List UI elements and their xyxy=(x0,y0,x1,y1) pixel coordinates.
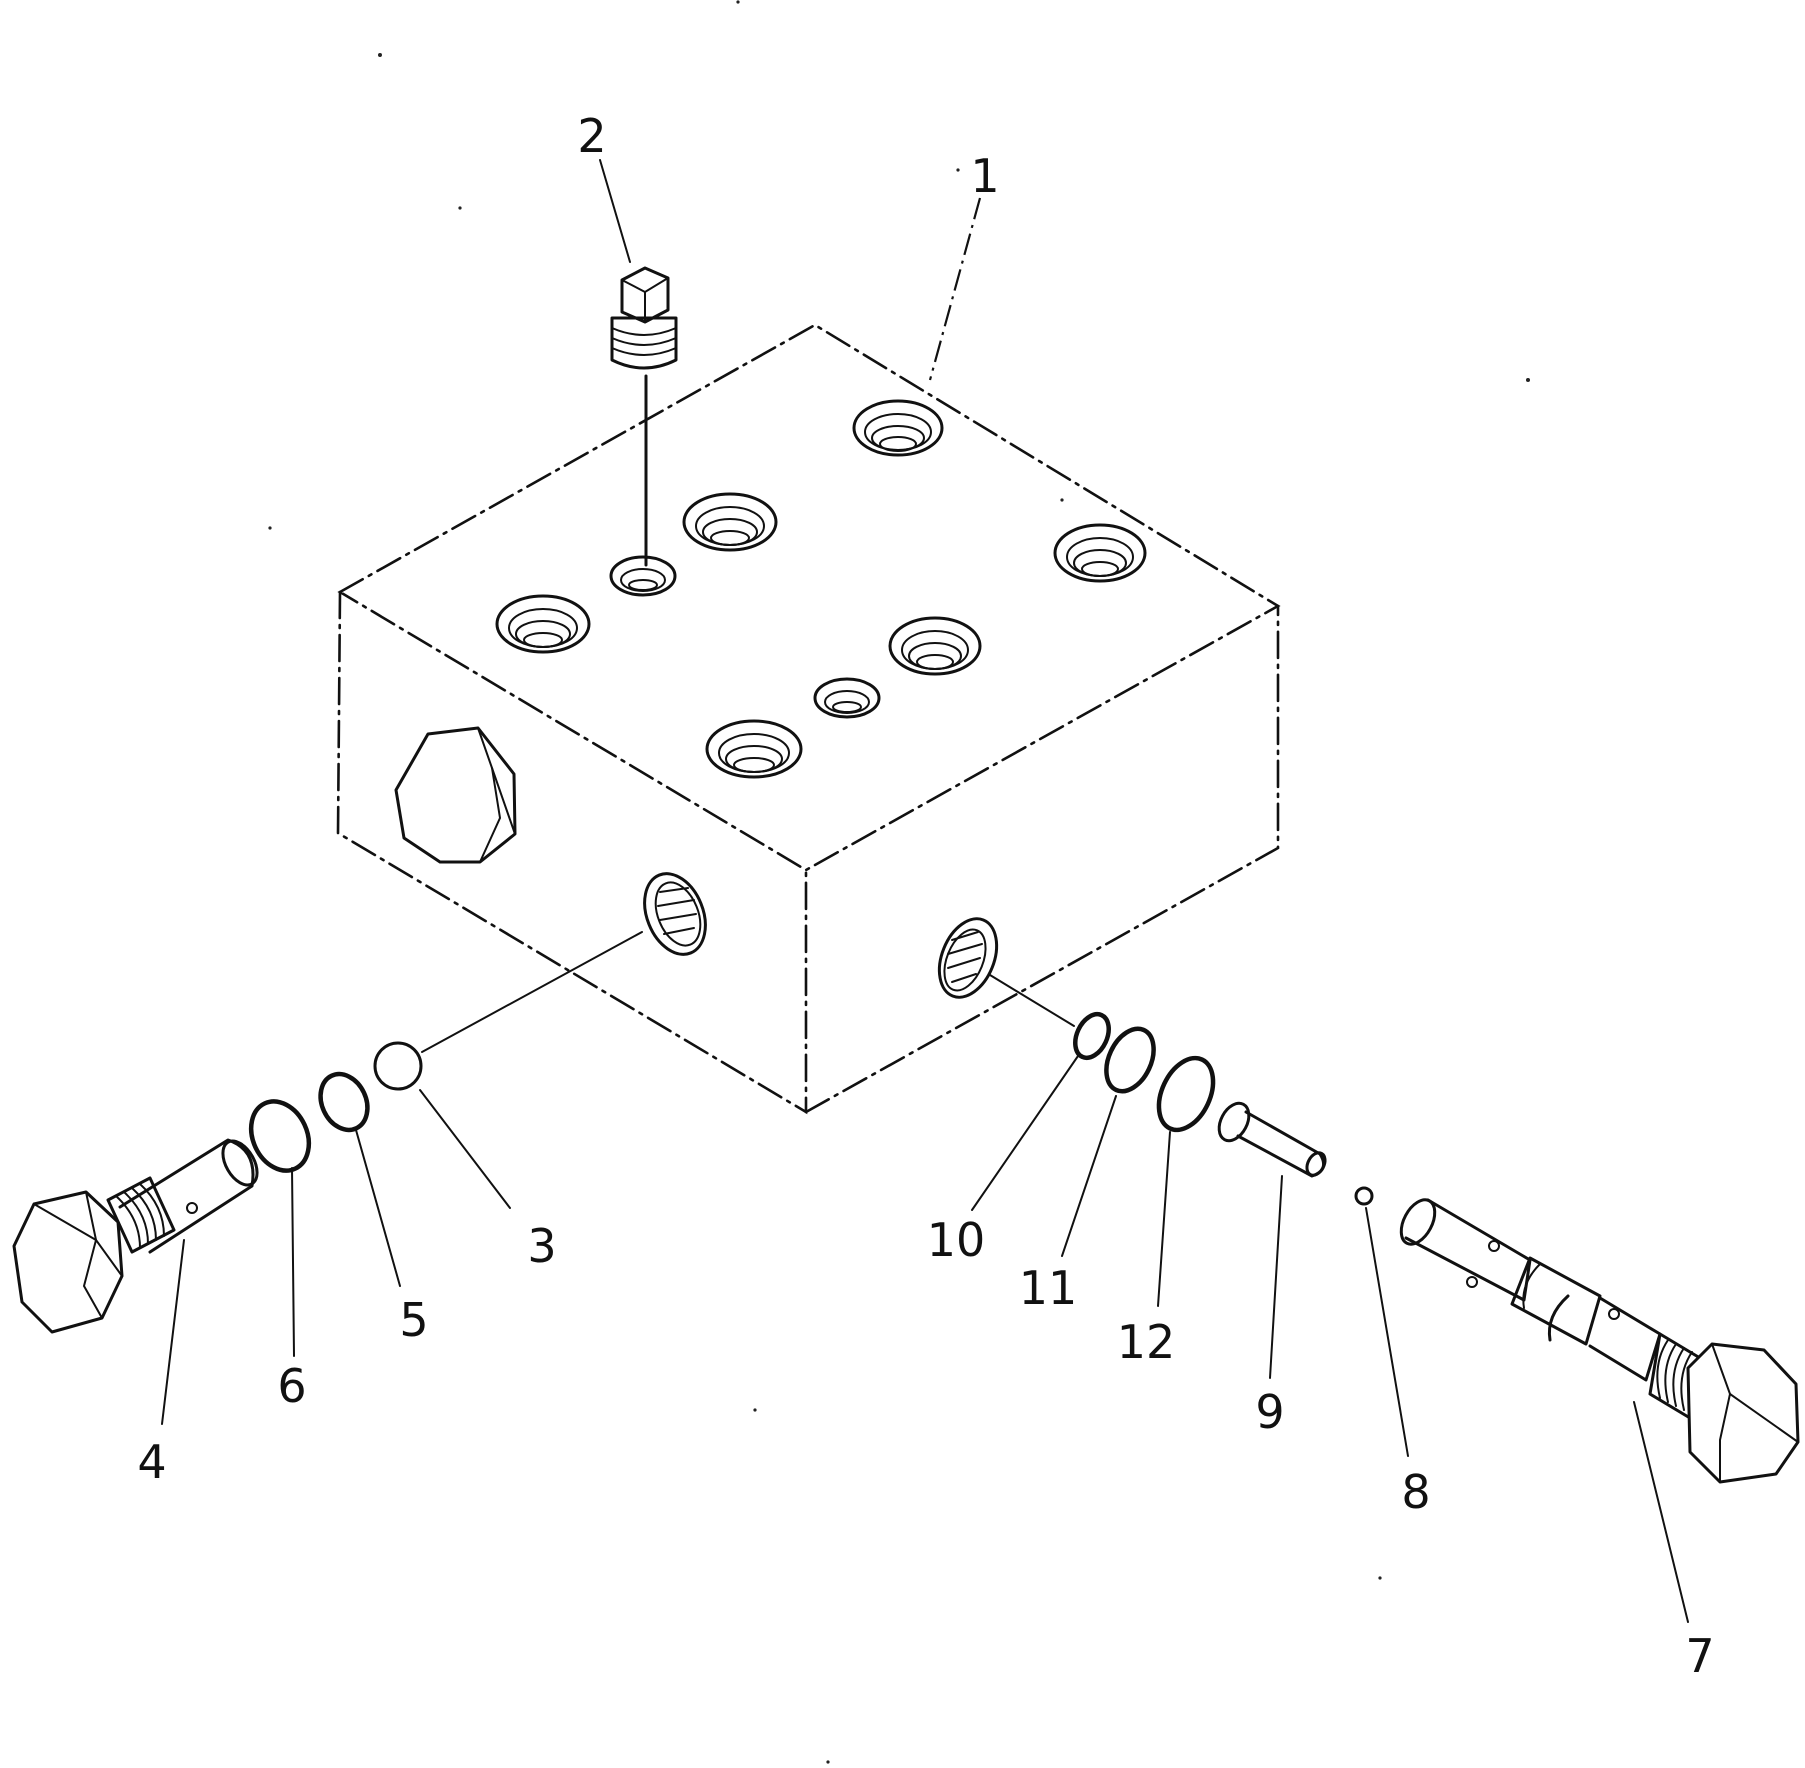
top-port-large-5 xyxy=(888,616,982,676)
callout-4: 4 xyxy=(137,1435,166,1489)
right-port-leader xyxy=(989,974,1075,1027)
leader-9 xyxy=(1269,1175,1283,1379)
top-port-large-1 xyxy=(852,399,944,457)
side-port-right xyxy=(937,917,999,999)
top-port-large-4 xyxy=(495,594,591,654)
callout-labels: 1 2 3 4 5 6 7 8 9 10 11 12 xyxy=(137,109,1714,1683)
leader-8 xyxy=(1365,1207,1409,1457)
valve-block xyxy=(336,323,1281,1115)
leader-lines xyxy=(161,159,1689,1623)
scan-specks xyxy=(268,0,1530,1764)
callout-8: 8 xyxy=(1401,1465,1430,1519)
o-ring-part-10 xyxy=(1073,1011,1111,1061)
callout-10: 10 xyxy=(927,1213,986,1267)
callout-9: 9 xyxy=(1255,1385,1284,1439)
leader-3 xyxy=(419,1089,511,1209)
leader-2 xyxy=(599,159,631,263)
o-ring-part-12 xyxy=(1156,1055,1216,1133)
callout-7: 7 xyxy=(1685,1629,1714,1683)
plug-part-2 xyxy=(610,266,678,567)
o-ring-part-5 xyxy=(318,1071,370,1133)
side-port-left xyxy=(643,872,707,956)
callout-5: 5 xyxy=(399,1293,428,1347)
leader-4 xyxy=(161,1239,185,1425)
pin-part-9 xyxy=(1217,1101,1327,1178)
valve-block-left-face xyxy=(336,590,808,1115)
callout-12: 12 xyxy=(1117,1315,1176,1369)
hex-plug-on-block xyxy=(394,726,517,864)
leader-6 xyxy=(291,1167,295,1357)
leader-10 xyxy=(971,1055,1079,1211)
top-port-small-2 xyxy=(813,677,881,719)
leader-11 xyxy=(1061,1095,1117,1257)
top-port-small-1 xyxy=(609,555,677,597)
leader-12 xyxy=(1157,1131,1171,1307)
spool-part-7 xyxy=(1399,1198,1800,1484)
leader-5 xyxy=(355,1129,401,1287)
top-port-large-6 xyxy=(705,719,803,779)
plug-assembly-part-4 xyxy=(12,1138,259,1334)
o-ring-part-6 xyxy=(248,1099,312,1173)
top-port-large-2 xyxy=(682,492,778,552)
valve-block-right-face xyxy=(804,604,1280,1114)
top-port-large-3 xyxy=(1053,523,1147,583)
ball-part-8 xyxy=(1354,1186,1374,1206)
callout-11: 11 xyxy=(1019,1261,1078,1315)
leader-7 xyxy=(1633,1401,1689,1623)
callout-1: 1 xyxy=(970,149,999,203)
o-ring-part-11 xyxy=(1104,1026,1156,1094)
callout-2: 2 xyxy=(577,109,606,163)
ball-part-3 xyxy=(373,931,643,1091)
callout-3: 3 xyxy=(527,1219,556,1273)
callout-6: 6 xyxy=(277,1359,306,1413)
leader-1 xyxy=(928,197,982,381)
